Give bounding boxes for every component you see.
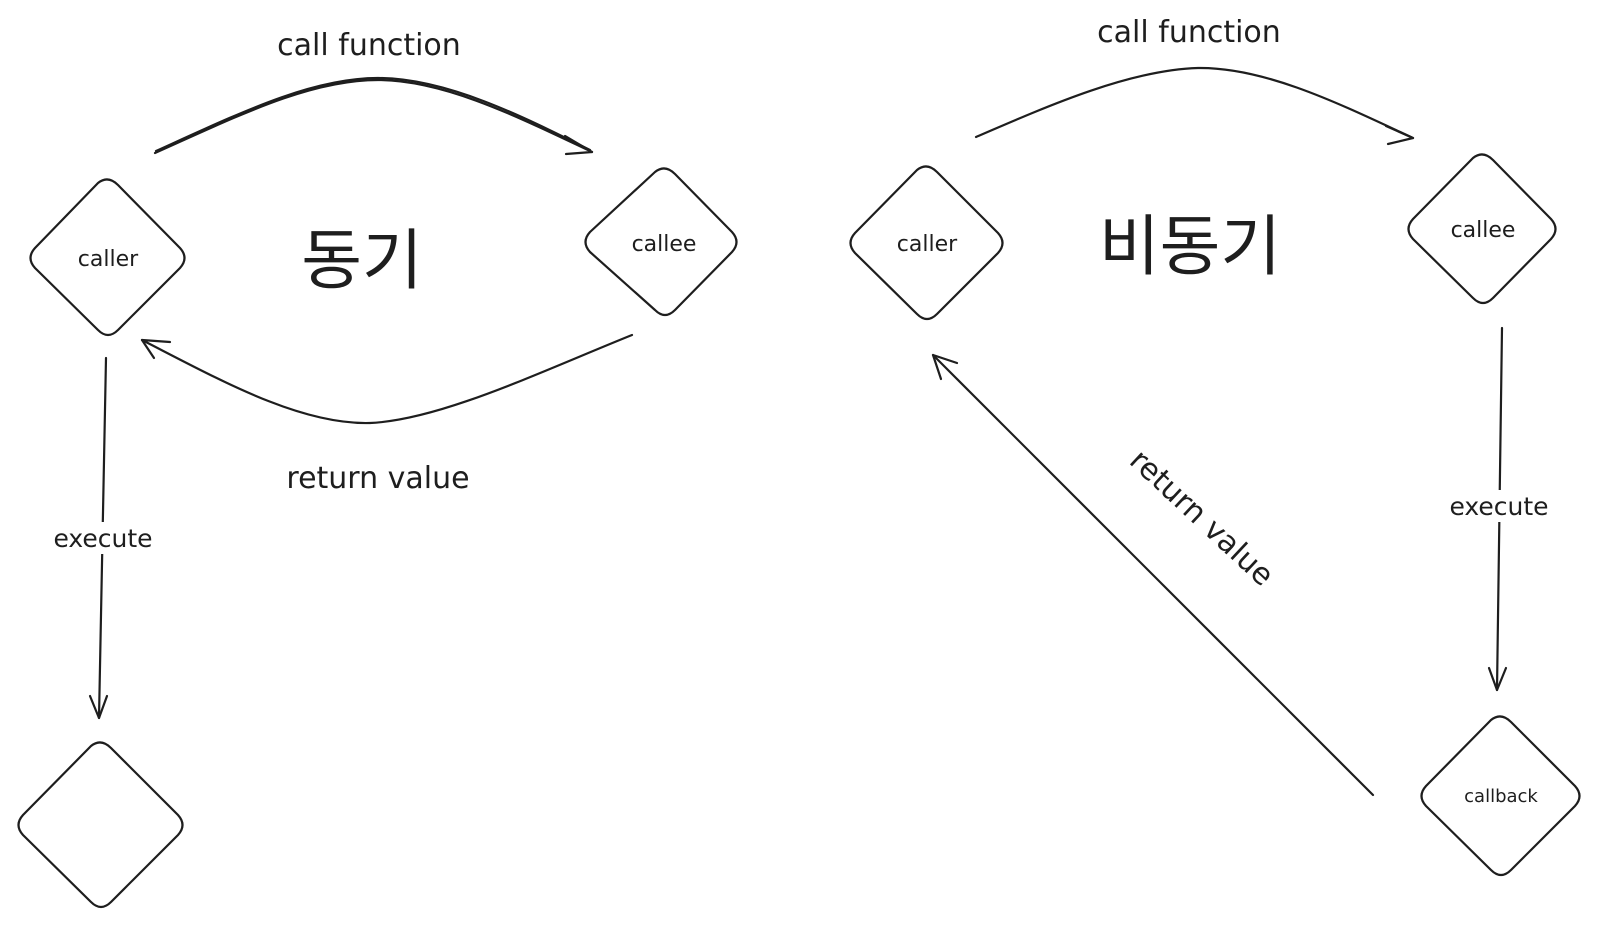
async-diagram: caller callee callback call function ret… [849, 15, 1581, 877]
sync-title: 동기 [301, 222, 422, 299]
async-callee-label: callee [1451, 218, 1516, 243]
async-caller-diamond [849, 165, 1004, 321]
sync-diagram: caller callee call function return value [17, 28, 738, 909]
sync-return-arrow [140, 333, 634, 425]
sync-call-arrow [153, 76, 594, 156]
async-caller-label: caller [897, 232, 958, 257]
sync-execute-label: execute [53, 524, 152, 553]
async-call-arrow [974, 66, 1415, 146]
async-callee-node[interactable]: callee [1407, 153, 1557, 305]
sync-callee-node[interactable]: callee [584, 167, 738, 317]
sync-caller-node[interactable]: caller [29, 178, 186, 337]
async-callee-diamond [1407, 153, 1557, 305]
async-callback-node[interactable]: callback [1420, 715, 1581, 877]
sync-caller-diamond [29, 178, 186, 337]
sync-call-label: call function [277, 28, 461, 63]
async-title: 비동기 [1099, 208, 1281, 285]
async-execute-label: execute [1449, 492, 1548, 521]
sync-result-node[interactable] [17, 741, 184, 909]
async-caller-node[interactable]: caller [849, 165, 1004, 321]
sync-caller-label: caller [78, 247, 139, 272]
async-return-label: return value [1123, 443, 1281, 594]
async-call-label: call function [1097, 15, 1281, 50]
async-return-arrow [931, 353, 1375, 797]
sync-return-label: return value [286, 461, 469, 496]
sync-result-diamond [17, 741, 184, 909]
sync-callee-diamond [584, 167, 738, 317]
async-callback-diamond [1420, 715, 1581, 877]
async-callback-label: callback [1464, 786, 1538, 807]
sync-callee-label: callee [632, 232, 697, 257]
